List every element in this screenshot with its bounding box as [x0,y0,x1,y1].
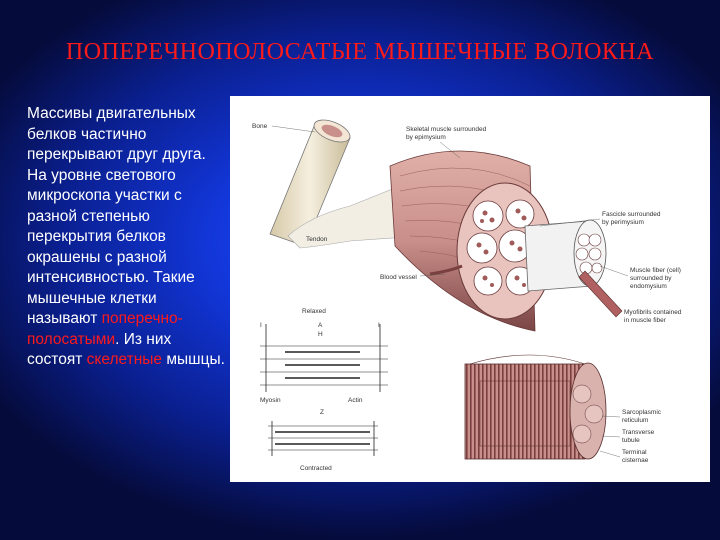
label-band-h: H [318,331,323,338]
label-fascicle-1: Fascicle surrounded [602,211,661,218]
slide-title: ПОПЕРЕЧНОПОЛОСАТЫЕ МЫШЕЧНЫЕ ВОЛОКНА [65,39,655,65]
paragraph-1: Массивы двигательных белков частично пер… [27,105,206,163]
label-bone: Bone [252,123,268,130]
label-transverse-2: tubule [622,437,640,444]
label-band-a: A [318,322,323,329]
label-muscle-fiber-3: endomysium [630,283,667,290]
label-relaxed: Relaxed [302,308,326,315]
myofibril-bundle [464,354,607,460]
sarcomere-relaxed: Relaxed I A H I Myosin Actin Z [260,308,388,416]
label-myosin: Myosin [260,397,281,404]
myofibril-rod [578,270,623,318]
label-band-z: Z [320,409,324,416]
label-tendon: Tendon [306,236,328,243]
label-skeletal-muscle-2: by epimysium [406,134,446,141]
label-terminal-1: Terminal [622,449,647,456]
highlight-term-striated: поперечно-полосатыми [27,310,183,348]
highlight-term-skeletal: скелетные [86,351,163,368]
label-myofibrils-2: in muscle fiber [624,317,667,324]
label-myofibrils-1: Myofibrils contained [624,309,682,316]
paragraph-2-start: На уровне светового микроскопа участки с… [27,166,195,328]
sarcomere-contracted: Contracted [268,421,378,472]
label-muscle-fiber-2: surrounded by [630,275,672,282]
label-band-i: I [260,322,262,329]
label-band-i-2: I [378,322,380,329]
label-contracted: Contracted [300,465,332,472]
label-fascicle-2: by perimysium [602,219,644,226]
label-sarcoplasmic-2: reticulum [622,417,648,424]
paragraph-2-mid: . Из них состоят [27,330,172,369]
label-transverse-1: Transverse [622,429,655,436]
label-sarcoplasmic-1: Sarcoplasmic [622,409,662,416]
muscle-diagram: Bone Skeletal muscle surrounded by epimy… [252,119,682,472]
label-muscle-fiber-1: Muscle fiber (cell) [630,267,681,274]
bone [269,119,351,247]
body-text: Массивы двигательных белков частично пер… [27,104,225,371]
label-skeletal-muscle-1: Skeletal muscle surrounded [406,126,487,133]
bundle-labels: Sarcoplasmic reticulum Transverse tubule… [599,409,662,464]
muscle-structure-figure: Bone Skeletal muscle surrounded by epimy… [230,96,710,482]
blood-vessel [429,264,463,276]
label-terminal-2: cisternae [622,457,649,464]
top-labels: Bone Skeletal muscle surrounded by epimy… [252,123,682,324]
label-blood-vessel: Blood vessel [380,274,417,281]
paragraph-2-end: мышцы. [162,351,225,368]
label-actin: Actin [348,397,363,404]
fascicle [524,219,607,292]
